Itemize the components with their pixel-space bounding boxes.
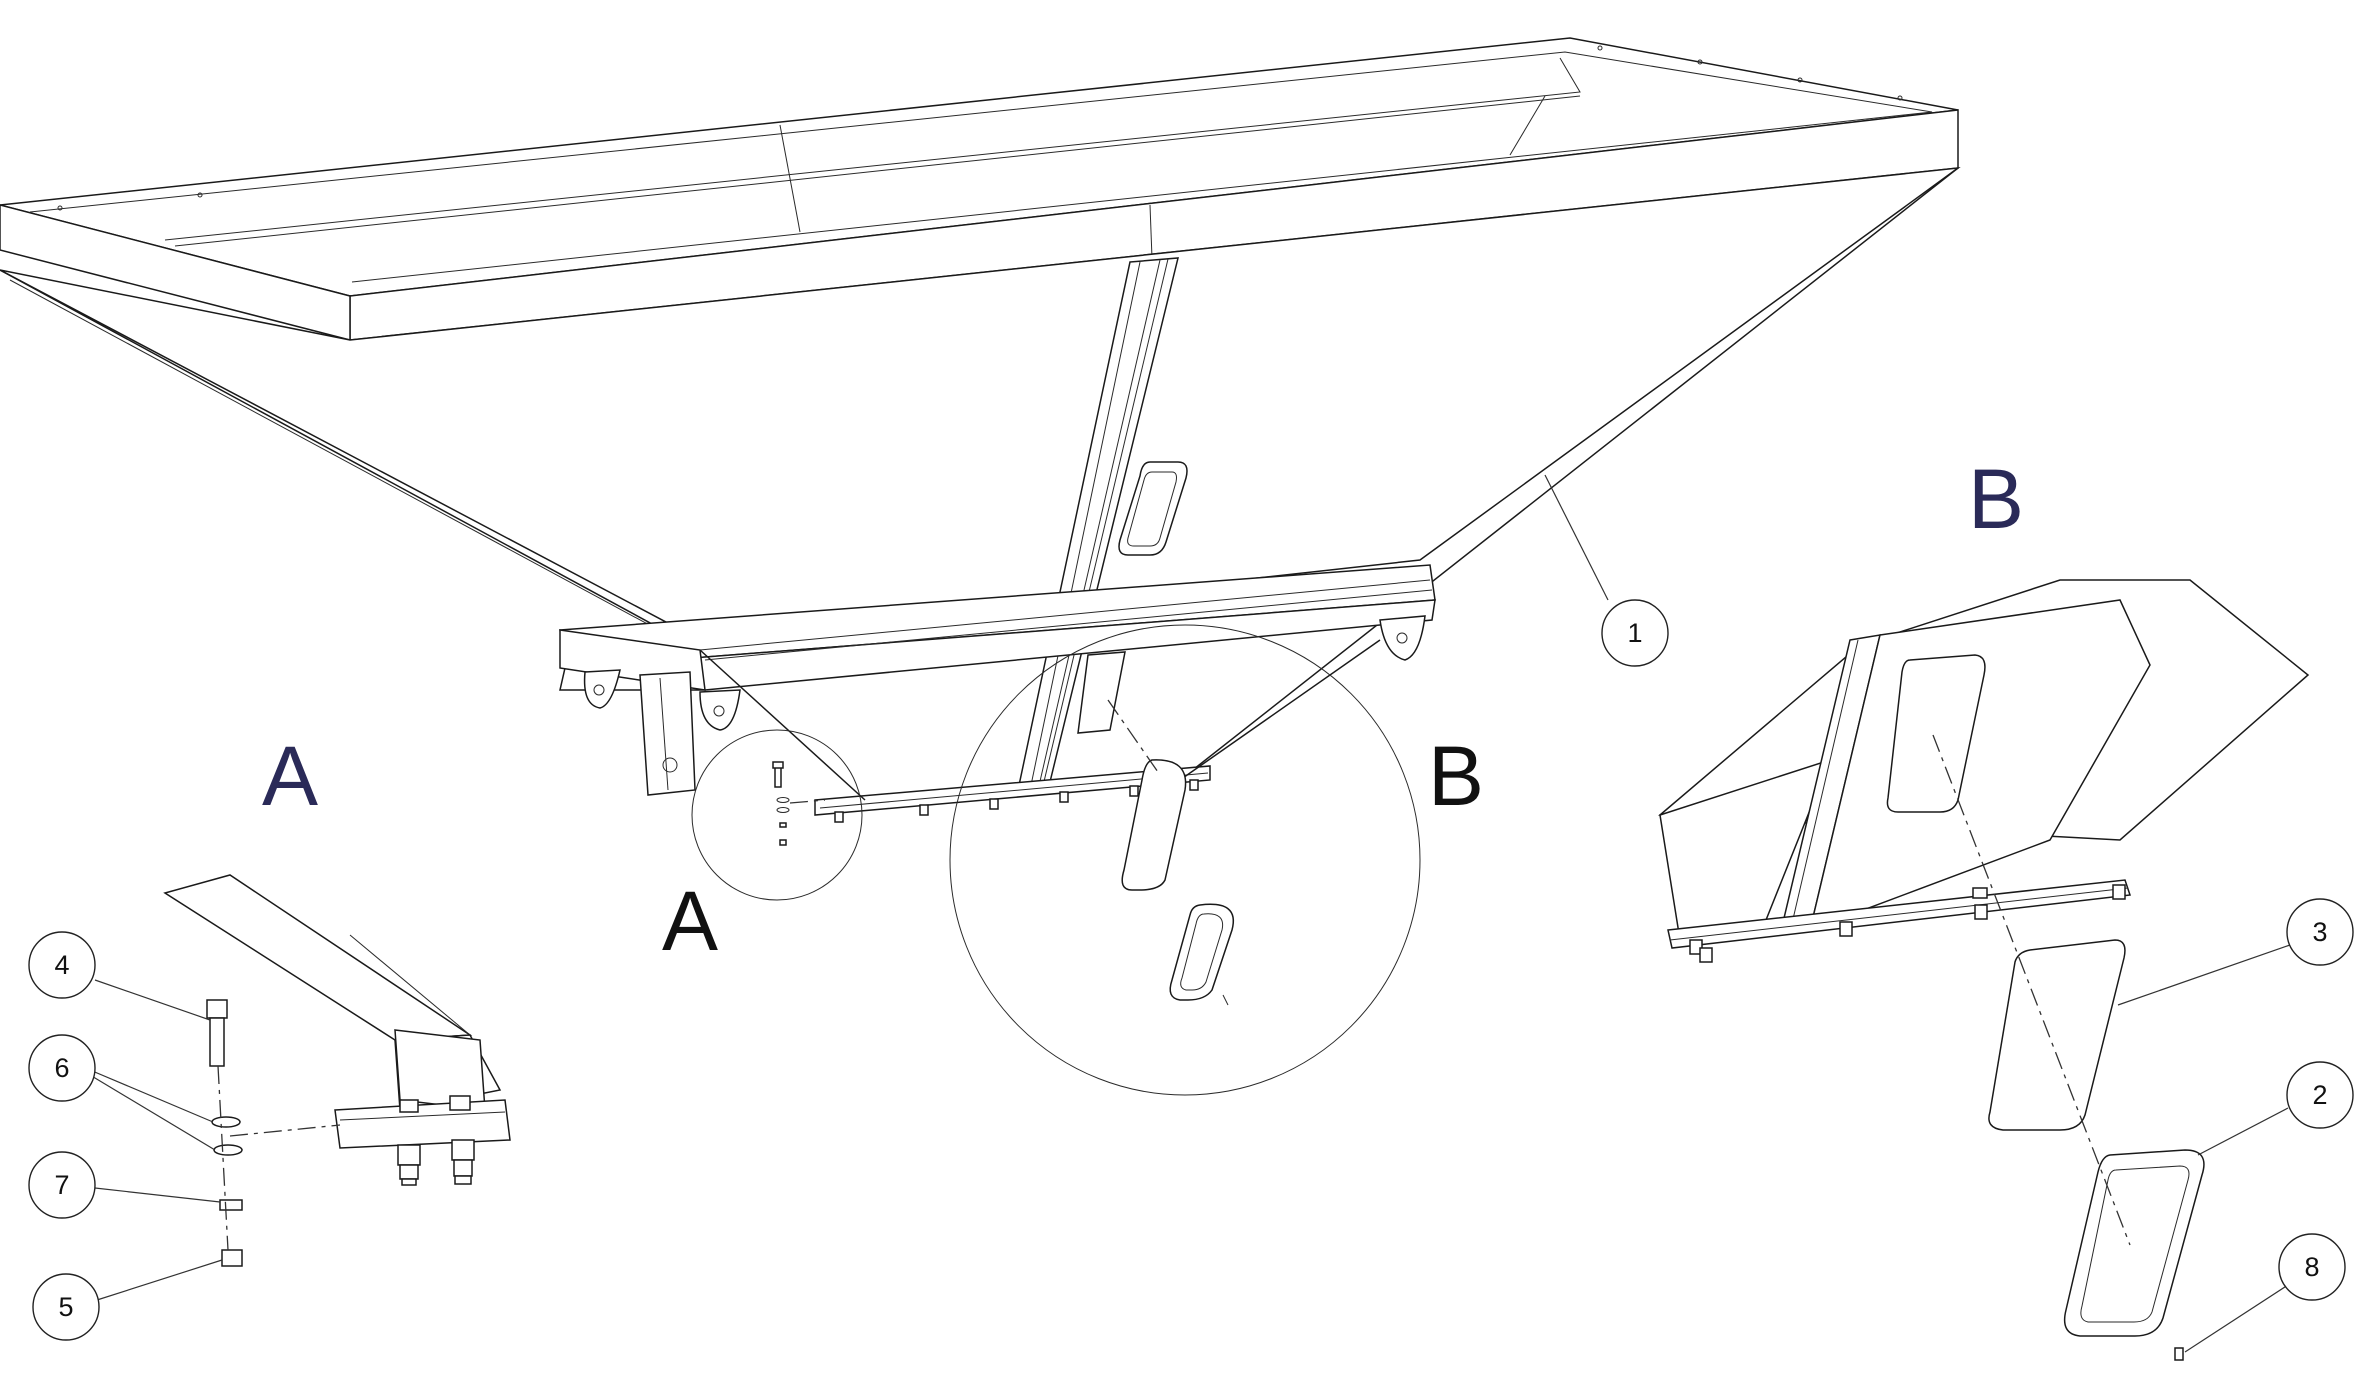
balloon-3: 3 [2117,898,2354,1006]
balloon-7: 7 [28,1151,221,1219]
detail-circle-a [691,729,863,901]
detail-a-view [163,874,511,1267]
balloon-1: 1 [1544,474,1669,667]
detail-circle-b [949,624,1421,1096]
svg-text:7: 7 [54,1170,69,1200]
balloon-5: 5 [32,1259,223,1341]
svg-text:4: 4 [54,950,69,980]
flange-bolts [834,779,1199,823]
frame-mounting-lugs [583,615,1426,731]
callout-label-a: A [662,874,718,968]
rim-holes [57,45,1903,211]
balloon-8: 8 [2184,1233,2346,1353]
detail-a-nuts [397,1095,475,1186]
hopper-main-view [0,37,1961,1096]
detail-b-title: B [1968,452,2024,546]
main-view-b-parts [1077,651,1234,1006]
detail-a-bolt-stack [206,999,341,1267]
svg-text:1: 1 [1627,618,1642,648]
balloon-2: 2 [2197,1061,2354,1156]
detail-b-cover-plate [1988,939,2126,1131]
svg-text:2: 2 [2312,1080,2327,1110]
detail-b-view [1658,579,2310,1361]
detail-b-bolts [1689,884,2126,963]
balloon-4: 4 [28,931,211,1021]
svg-text:3: 3 [2312,917,2327,947]
callout-label-b: B [1428,729,1484,823]
hopper-inspection-hatch [1118,461,1188,556]
detail-a-title: A [262,729,318,823]
balloon-6: 6 [28,1034,216,1151]
svg-text:5: 5 [58,1292,73,1322]
main-view-a-parts [772,761,826,846]
detail-b-hatch-frame [2063,1149,2205,1337]
svg-text:6: 6 [54,1053,69,1083]
svg-text:8: 8 [2304,1252,2319,1282]
